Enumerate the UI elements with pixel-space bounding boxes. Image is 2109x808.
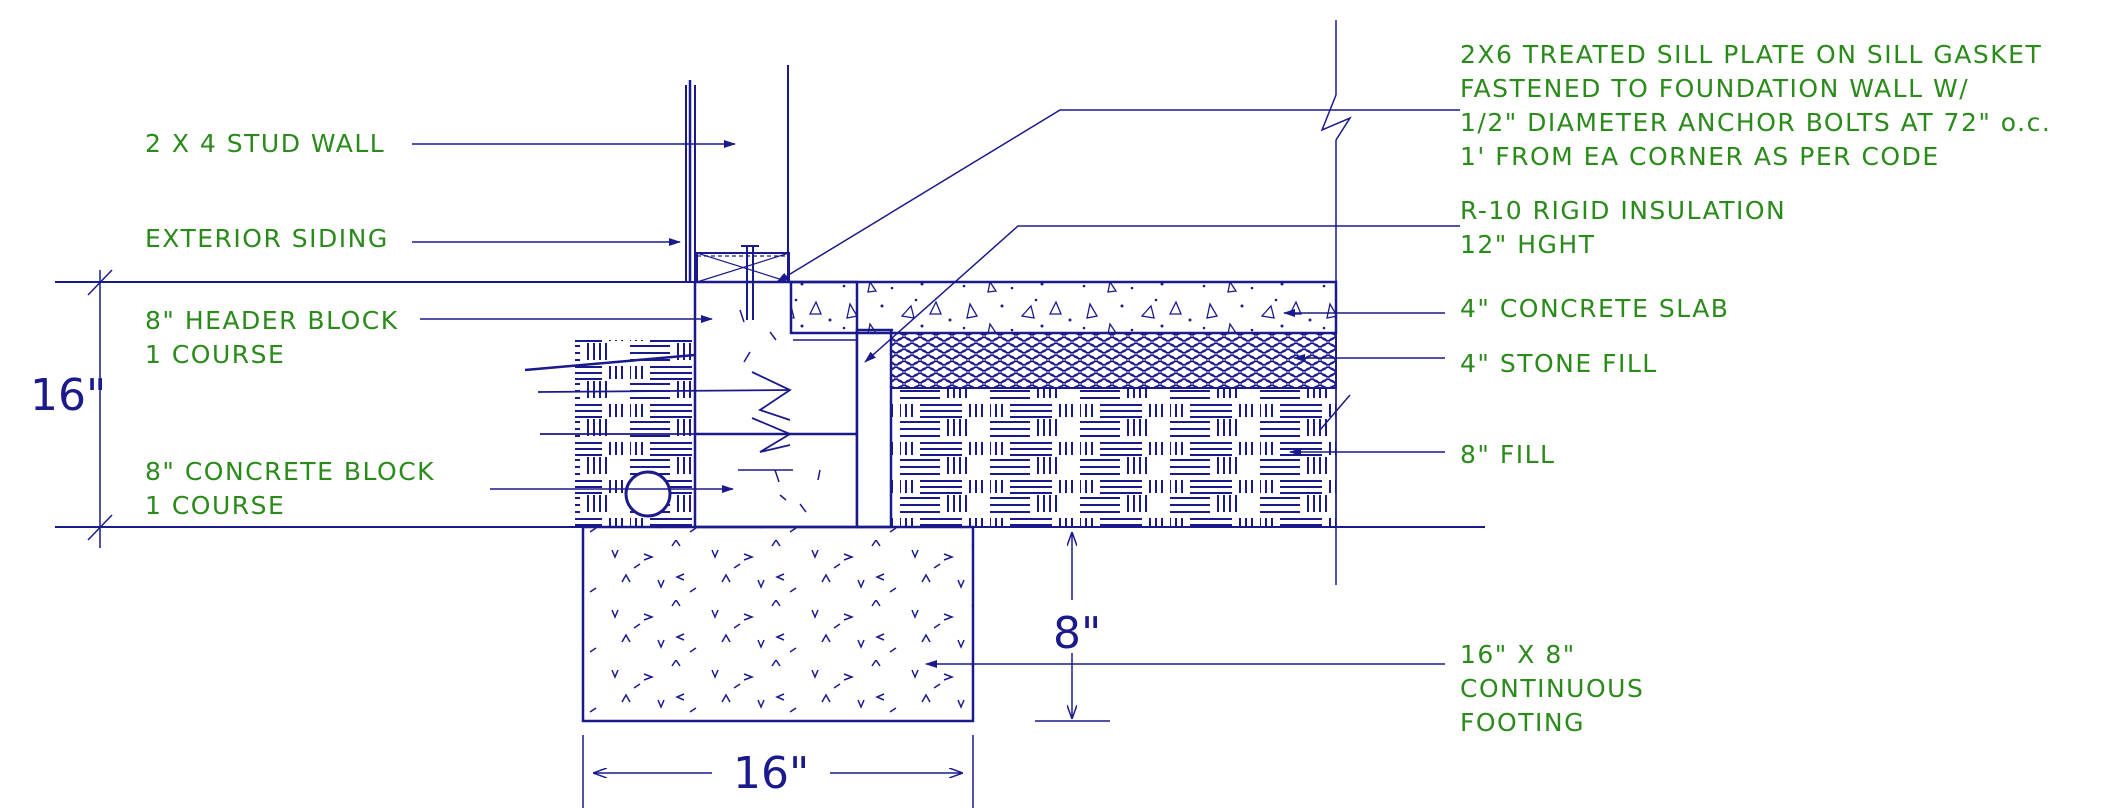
slab-label: 4" CONCRETE SLAB: [1460, 294, 1729, 323]
concrete-slab: [791, 282, 1336, 333]
header-block-label: 8" HEADER BLOCK 1 COURSE: [145, 306, 408, 369]
stud-wall-label: 2 X 4 STUD WALL: [145, 129, 385, 158]
rigid-insulation: [855, 328, 893, 529]
leader-lines: [412, 109, 1460, 668]
stud-wall-assembly: [685, 65, 790, 320]
break-line: [1319, 20, 1352, 585]
continuous-footing: [583, 527, 973, 721]
concrete-block-label: 8" CONCRETE BLOCK 1 COURSE: [145, 457, 445, 520]
insulation-label: R-10 RIGID INSULATION 12" HGHT: [1460, 196, 1796, 259]
footing-width-dimension: 16": [733, 748, 809, 799]
fill-label: 8" FILL: [1460, 440, 1555, 469]
dimension-lines: [582, 533, 1110, 808]
footing-depth-dimension: 8": [1053, 608, 1101, 659]
sill-plate-label: 2X6 TREATED SILL PLATE ON SILL GASKET FA…: [1460, 40, 2061, 171]
siding-label: EXTERIOR SIDING: [145, 224, 389, 253]
stone-fill: [891, 333, 1336, 388]
wall-height-dimension: 16": [30, 370, 106, 421]
drain-pipe: [624, 470, 672, 518]
stone-fill-label: 4" STONE FILL: [1460, 349, 1658, 378]
footing-label: 16" X 8" CONTINUOUS FOOTING: [1460, 640, 1654, 737]
compacted-fill: [891, 388, 1336, 527]
